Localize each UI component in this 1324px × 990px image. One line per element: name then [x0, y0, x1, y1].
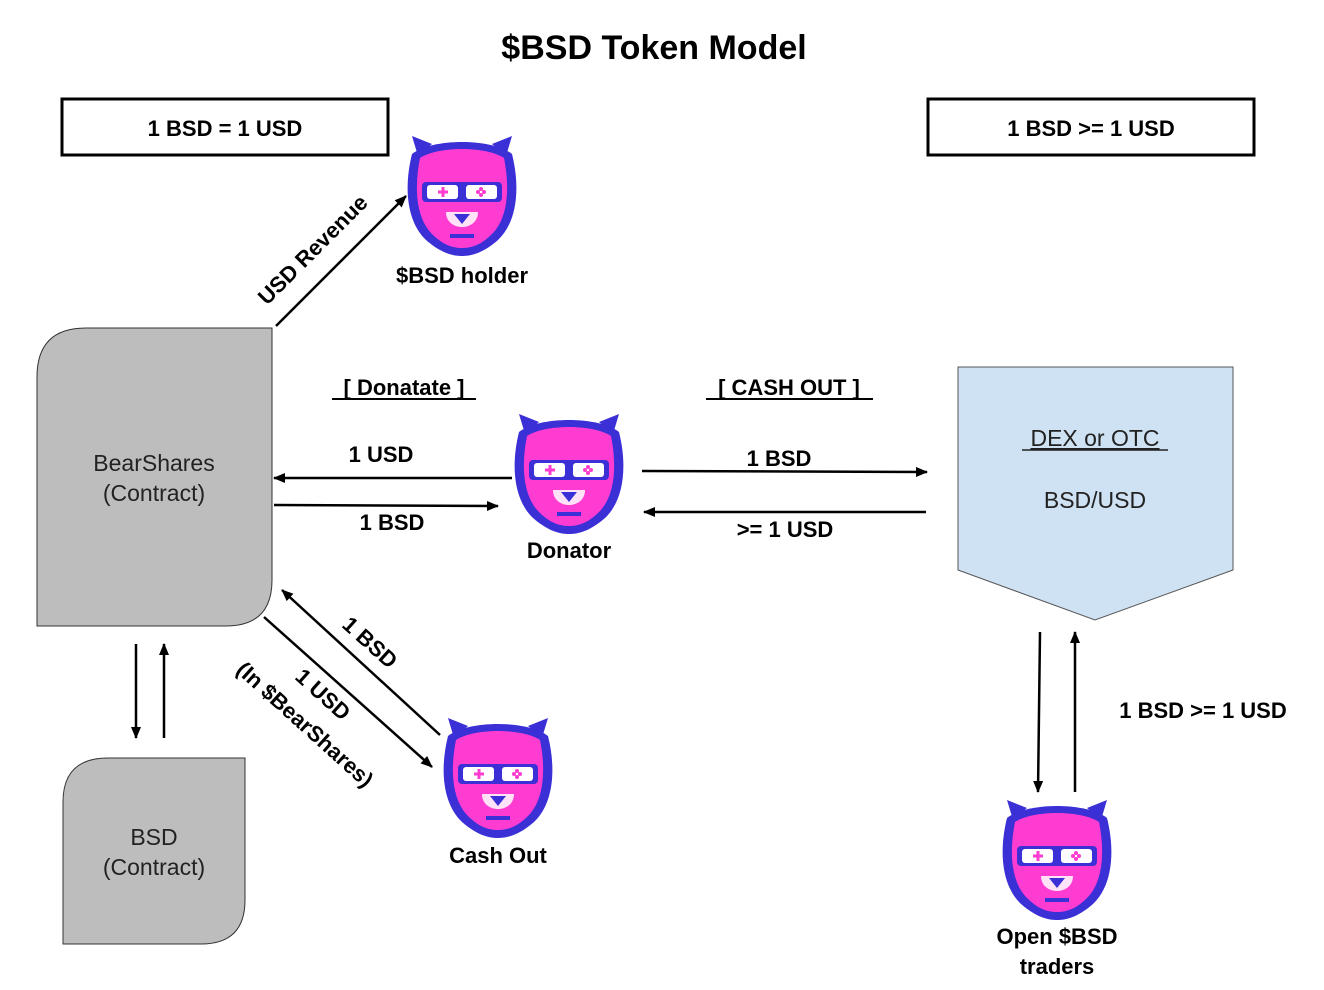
- bsd-contract-shape: [62, 757, 246, 945]
- donate-usd-label: 1 USD: [349, 442, 414, 467]
- usd-revenue-arrow: [275, 195, 407, 327]
- cashout-header: [ CASH OUT ]: [718, 375, 860, 400]
- left-rate-label: 1 BSD = 1 USD: [148, 116, 303, 141]
- cash-bsd-arrow: [281, 589, 441, 736]
- bsd-contract-label: BSD: [130, 824, 177, 850]
- cashout-label: Cash Out: [449, 843, 547, 868]
- bsd-contract-sublabel: (Contract): [103, 854, 205, 880]
- bearshares-label: BearShares: [93, 450, 214, 476]
- to-traders-arrow: [1033, 631, 1044, 793]
- cash-bsd-label: 1 BSD: [338, 611, 403, 673]
- cashout-bsd-arrow: [641, 466, 928, 477]
- cashout-bsd-label: 1 BSD: [747, 446, 812, 471]
- donate-header: [ Donatate ]: [344, 375, 465, 400]
- holder-bear-icon: [405, 134, 519, 258]
- right-rate-label: 1 BSD >= 1 USD: [1007, 116, 1175, 141]
- donator-label: Donator: [527, 538, 612, 563]
- bearshares-sublabel: (Contract): [103, 480, 205, 506]
- traders-sublabel: traders: [1020, 954, 1095, 979]
- right-rate-box: [926, 97, 1256, 157]
- dex-otc-label: DEX or OTC: [1030, 425, 1159, 451]
- dex-otc-shape: [957, 366, 1234, 621]
- donate-bsd-label: 1 BSD: [360, 510, 425, 535]
- donator-bear-icon: [512, 412, 626, 536]
- donate-bsd-arrow: [273, 500, 499, 511]
- usd-revenue-label: USD Revenue: [253, 190, 373, 310]
- dex-pair-label: BSD/USD: [1044, 487, 1146, 513]
- cashout-usd-label: >= 1 USD: [737, 517, 834, 542]
- cash-usd-arrow: [263, 616, 433, 768]
- cashout-bear-icon: [441, 716, 555, 840]
- traders-bear-icon: [1000, 798, 1114, 922]
- page-title: $BSD Token Model: [501, 29, 806, 67]
- traders-rate-label: 1 BSD >= 1 USD: [1119, 698, 1287, 723]
- bearshares-contract-shape: [36, 327, 273, 627]
- left-rate-box: [60, 97, 390, 157]
- traders-label: Open $BSD: [996, 924, 1117, 949]
- holder-label: $BSD holder: [396, 263, 528, 288]
